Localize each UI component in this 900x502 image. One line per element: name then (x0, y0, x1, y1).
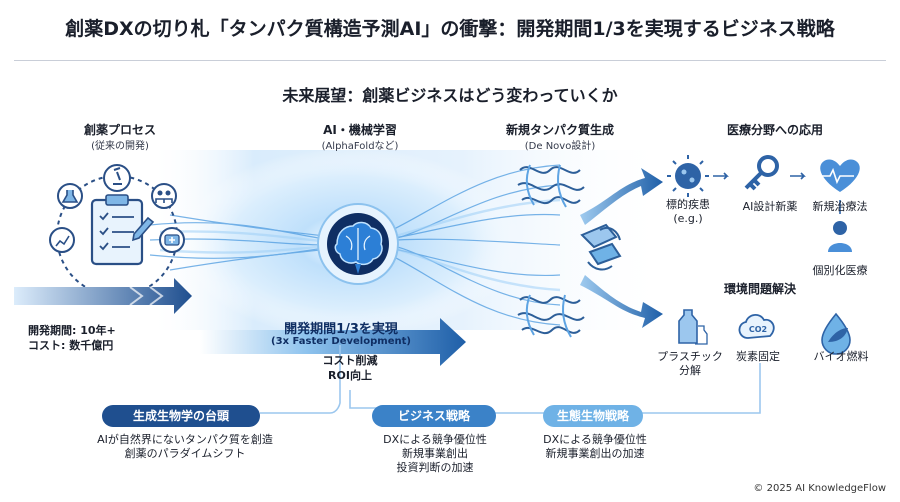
process-title: 創薬プロセス (83, 123, 156, 137)
arrow-to-environment (580, 275, 663, 328)
page-title: 創薬DXの切り札「タンパク質構造予測AI」の衝撃：開発期間1/3を実現するビジネ… (65, 18, 835, 40)
ecology-text-2: 新規事業創出の加速 (545, 447, 645, 460)
doctor-icon (828, 221, 852, 252)
protein-icon-middle (580, 223, 622, 271)
business-text-3: 投資判断の加速 (396, 461, 474, 474)
team-icon (151, 183, 177, 209)
ai-drug-label: AI設計新薬 (742, 200, 798, 213)
business-text-2: 新規事業創出 (402, 447, 468, 460)
biofuel-label: バイオ燃料 (813, 350, 869, 363)
traditional-process-arrow (14, 278, 192, 314)
medical-title: 医療分野への応用 (726, 123, 823, 137)
connector-right (640, 363, 761, 414)
acceleration-arrow (200, 318, 466, 366)
virus-icon (667, 155, 709, 197)
roi-label: ROI向上 (328, 369, 372, 382)
period-label: 開発期間: 10年+ (28, 324, 116, 337)
arrow-to-medical (580, 168, 663, 225)
ai-title: AI・機械学習 (323, 123, 397, 137)
target-disease-example: (e.g.) (673, 212, 703, 225)
pill-generative-biology: 生成生物学の台頭 (102, 405, 260, 427)
generative-text-2: 創薬のパラダイムシフト (124, 447, 246, 460)
co2-label: CO2 (749, 325, 767, 334)
heart-icon (820, 159, 860, 192)
carbon-fixation-label: 炭素固定 (736, 350, 780, 363)
process-subtitle: (従来の開発) (91, 141, 149, 152)
key-icon (744, 155, 779, 191)
pill-business-strategy: ビジネス戦略 (372, 405, 496, 427)
leaf-drop-icon (821, 312, 851, 355)
process-ring (49, 164, 185, 297)
protein-icon-top (517, 164, 585, 208)
environment-title: 環境問題解決 (723, 282, 796, 296)
target-disease-label: 標的疾患 (666, 198, 710, 211)
pen-icon (131, 216, 155, 242)
ecology-text-1: DXによる競争優位性 (543, 433, 647, 446)
clipboard-icon (90, 194, 155, 266)
copyright: © 2025 AI KnowledgeFlow (753, 483, 886, 494)
business-text-1: DXによる競争優位性 (383, 433, 487, 446)
brain-icon (317, 203, 399, 285)
new-therapy-label: 新規治療法 (812, 200, 868, 213)
cost-label: コスト: 数千億円 (28, 339, 114, 352)
microscope-icon (103, 164, 131, 192)
cost-reduction-label: コスト削減 (322, 354, 378, 367)
ai-subtitle: (AlphaFoldなど) (321, 141, 399, 152)
protein-title: 新規タンパク質生成 (505, 123, 614, 137)
personalized-medicine-label: 個別化医療 (812, 264, 868, 277)
section-subtitle: 未来展望：創薬ビジネスはどう変わっていくか (282, 86, 618, 105)
chart-icon (49, 227, 75, 253)
connector-left (260, 345, 341, 414)
protein-subtitle: (De Novo設計) (524, 141, 596, 152)
title-divider (14, 60, 886, 61)
plastic-bottle-icon (678, 309, 708, 345)
co2-cloud-icon (738, 314, 775, 339)
acceleration-label: 開発期間1/3を実現 (284, 322, 398, 337)
acceleration-sublabel: (3x Faster Development) (271, 336, 411, 347)
generative-text-1: AIが自然界にないタンパク質を創造 (97, 433, 273, 446)
protein-icon-bottom (517, 294, 585, 338)
pill-ecology-strategy: 生態生物戦略 (543, 405, 643, 427)
plastic-label: プラスチック 分解 (657, 350, 723, 377)
